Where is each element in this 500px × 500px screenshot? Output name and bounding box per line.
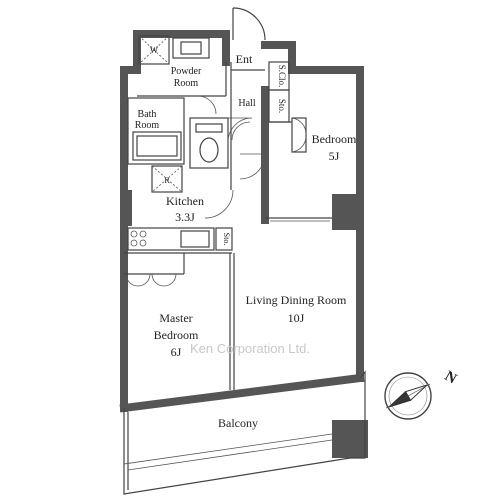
master-bedroom-label-line1: Master: [159, 311, 192, 325]
kitchen-door-swing: [204, 189, 234, 219]
compass-north-label: N: [442, 368, 460, 387]
bath-room-label-line1: Bath: [138, 109, 157, 120]
ldr-size-label: 10J: [288, 311, 305, 325]
bath-room-label-line2: Room: [135, 120, 160, 131]
master-bedroom-label-line2: Bedroom: [154, 328, 199, 342]
shoe-closet-label: S.Clo.: [277, 65, 287, 88]
column-bedroom: [332, 194, 360, 230]
hall-label: Hall: [238, 98, 255, 109]
kitchen-label: Kitchen: [166, 194, 204, 208]
room-labels: W Powder Room Ent S.Clo. Hall Sto. Bath …: [135, 45, 357, 430]
master-bedroom-size-label: 6J: [171, 345, 182, 359]
hall-storage-label: Sto.: [277, 99, 287, 113]
balcony-label: Balcony: [218, 416, 258, 430]
balcony: [123, 370, 366, 495]
bedroom-label: Bedroom: [312, 132, 357, 146]
watermark-text: Ken Corporation Ltd.: [190, 341, 310, 356]
walk-in-closet-label: W: [150, 45, 159, 55]
powder-room-label-line2: Room: [174, 78, 199, 89]
entrance-label: Ent: [236, 52, 253, 66]
entrance-door: [232, 7, 266, 41]
hall-door-swing: [231, 121, 251, 141]
powder-room-label-line1: Powder: [171, 66, 202, 77]
ldr-label: Living Dining Room: [246, 293, 347, 307]
bedroom-size-label: 5J: [329, 149, 340, 163]
kitchen-size-label: 3.3J: [175, 210, 195, 224]
kitchen-storage-label: Sto.: [222, 233, 231, 246]
column-kitchen: [124, 190, 132, 226]
refrigerator-label: R: [164, 176, 170, 185]
interior-walls: [124, 35, 341, 403]
powder-door-swing: [197, 95, 217, 115]
column-balcony: [332, 420, 368, 458]
north-compass-icon: [384, 372, 432, 420]
